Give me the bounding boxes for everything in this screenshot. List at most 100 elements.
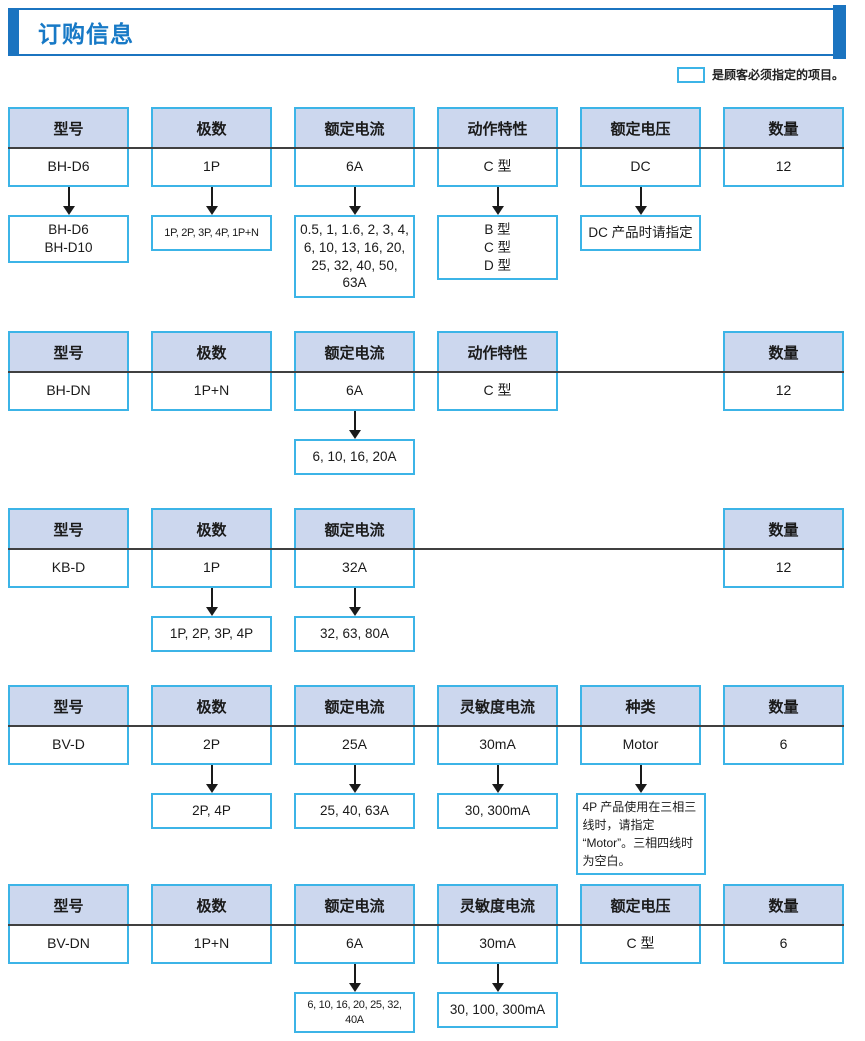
column-value: 12 — [725, 147, 842, 185]
column-header: 额定电流 — [296, 109, 413, 147]
option-box: 30, 300mA — [437, 793, 558, 830]
column-value: BH-DN — [10, 371, 127, 410]
option-line: C 型 — [484, 239, 511, 255]
down-arrow-icon — [348, 964, 361, 993]
column-value: DC — [582, 147, 699, 185]
down-arrow-icon — [348, 411, 361, 440]
column-header: 极数 — [153, 333, 270, 372]
option-line: 30, 100, 300mA — [449, 1002, 546, 1018]
option-line: DC 产品时请指定 — [588, 225, 693, 241]
column-value: 12 — [725, 548, 842, 587]
column-header: 动作特性 — [439, 333, 556, 372]
column-value: 12 — [725, 371, 842, 410]
option-line: 0.5, 1, 1.6, 2, 3, 4, — [300, 222, 409, 237]
option-line: BH-D6 — [48, 222, 89, 237]
column-header: 种类 — [582, 687, 699, 726]
option-box: DC 产品时请指定 — [580, 215, 701, 251]
header-separator-line — [8, 147, 844, 149]
option-box: 6, 10, 16, 20, 25, 32, 40A — [294, 992, 415, 1034]
options-row: 2P, 4P 25, 40, 63A 30, 300mA 4P 产品使用在三相三线时，… — [8, 765, 844, 876]
column-header: 额定电流 — [296, 687, 413, 726]
column-value: 2P — [153, 725, 270, 764]
column-header: 动作特性 — [439, 109, 556, 147]
legend-label: 是顾客必须指定的项目。 — [711, 68, 844, 82]
option-cell: 6, 10, 16, 20A — [294, 411, 415, 476]
column-value: 6 — [725, 924, 842, 963]
column-value: 30mA — [439, 725, 556, 764]
column-header: 额定电压 — [582, 109, 699, 147]
column-header: 极数 — [153, 886, 270, 925]
column-value: 25A — [296, 725, 413, 764]
column-value: 6 — [725, 725, 842, 764]
column-header: 型号 — [10, 109, 127, 147]
option-line: 6, 10, 13, 16, 20, — [303, 239, 406, 255]
note-box: 4P 产品使用在三相三线时，请指定 “Motor”。三相四线时为空白。 — [575, 793, 706, 876]
option-line: 2P, 4P — [192, 803, 231, 819]
options-row: 6, 10, 16, 20A — [8, 411, 844, 476]
down-arrow-icon — [634, 765, 647, 794]
header-separator-line — [8, 725, 844, 728]
option-box: 6, 10, 16, 20A — [294, 439, 415, 476]
header-separator-line — [8, 548, 844, 551]
option-box: 1P, 2P, 3P, 4P — [151, 616, 272, 653]
column-header: 数量 — [725, 109, 842, 147]
option-box: 32, 63, 80A — [294, 616, 415, 653]
title-left-accent-bar — [8, 8, 19, 56]
down-arrow-icon — [348, 765, 361, 794]
option-cell: 0.5, 1, 1.6, 2, 3, 4,6, 10, 13, 16, 20,2… — [294, 187, 415, 299]
down-arrow-icon — [634, 187, 647, 215]
option-line: 6, 10, 16, 20, 25, 32, 40A — [307, 999, 402, 1026]
column-value: BV-DN — [10, 924, 127, 963]
column-header: 型号 — [10, 687, 127, 726]
column-header: 型号 — [10, 333, 127, 372]
option-box: 0.5, 1, 1.6, 2, 3, 4,6, 10, 13, 16, 20,2… — [294, 215, 415, 299]
option-line: 25, 40, 63A — [319, 803, 390, 819]
option-cell: 1P, 2P, 3P, 4P, 1P+N — [151, 187, 272, 298]
column-value: 6A — [296, 371, 413, 410]
options-row: 6, 10, 16, 20, 25, 32, 40A 30, 100, 300mA — [8, 964, 844, 1034]
column-header: 数量 — [725, 687, 842, 726]
option-cell: DC 产品时请指定 — [580, 187, 701, 298]
column-value: 1P — [153, 147, 270, 185]
column-header: 额定电流 — [296, 333, 413, 372]
option-box: 25, 40, 63A — [294, 793, 415, 830]
column-value: 6A — [296, 924, 413, 963]
column-value: C 型 — [439, 147, 556, 185]
column-value: 1P+N — [153, 371, 270, 410]
down-arrow-icon — [205, 765, 218, 794]
page-title: 订购信息 — [38, 21, 134, 47]
column-value: BH-D6 — [10, 147, 127, 185]
column-header: 极数 — [153, 510, 270, 549]
option-box: 1P, 2P, 3P, 4P, 1P+N — [151, 215, 272, 251]
option-cell: 6, 10, 16, 20, 25, 32, 40A — [294, 964, 415, 1034]
column-header: 灵敏度电流 — [439, 886, 556, 925]
option-line: 32, 63, 80A — [319, 626, 390, 642]
down-arrow-icon — [348, 187, 361, 215]
column-header: 型号 — [10, 510, 127, 549]
down-arrow-icon — [491, 964, 504, 993]
option-cell: 30, 100, 300mA — [437, 964, 558, 1033]
option-line: 1P, 2P, 3P, 4P, 1P+N — [164, 226, 259, 239]
column-header: 额定电压 — [582, 886, 699, 925]
option-line: 30, 300mA — [464, 803, 531, 819]
column-value: 6A — [296, 147, 413, 185]
column-header: 型号 — [10, 886, 127, 925]
down-arrow-icon — [205, 187, 218, 215]
column-header: 数量 — [725, 886, 842, 925]
